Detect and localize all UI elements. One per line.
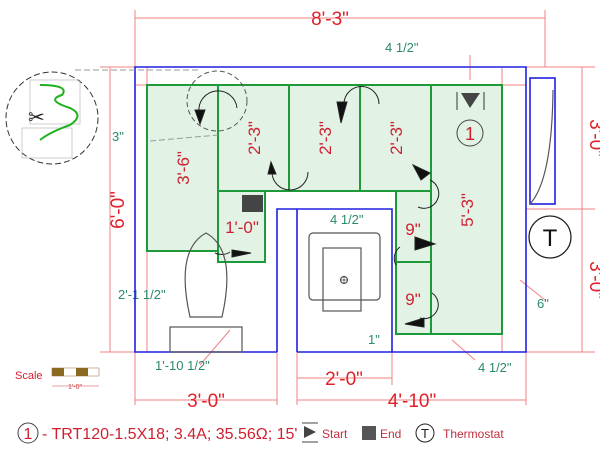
dim-bottom-right: 4'-10" xyxy=(388,391,436,412)
panel-label: 9" xyxy=(405,290,421,309)
offset-left: 3" xyxy=(112,129,124,144)
offset-inner-top: 4 1/2" xyxy=(330,212,364,227)
panel-label: 3'-6" xyxy=(174,151,193,185)
thermostat-icon xyxy=(528,215,572,259)
start-marker xyxy=(456,92,485,110)
panel-5 xyxy=(430,84,503,335)
legend: 1 - TRT120-1.5X18; 3.4A; 35.56Ω; 15' Sta… xyxy=(17,422,504,444)
panel-label: 2'-3" xyxy=(316,121,335,155)
sink xyxy=(308,232,381,312)
panel-label: 2'-3" xyxy=(245,121,264,155)
svg-text:✂: ✂ xyxy=(28,107,45,129)
cutting-detail-icon: ✂ xyxy=(5,71,99,165)
legend-thermostat-symbol: T xyxy=(421,426,429,441)
detail-callout-circle xyxy=(186,70,248,132)
offset-bottom-right: 4 1/2" xyxy=(478,360,512,375)
turn-arrows xyxy=(194,86,440,328)
panel-label: 5'-3" xyxy=(458,193,477,227)
start-icon xyxy=(304,426,316,438)
scale-unit: 1'-0" xyxy=(68,384,82,391)
dim-bottom-left: 3'-0" xyxy=(187,391,225,412)
door-swing xyxy=(529,89,554,205)
offset-right-side: 6" xyxy=(537,296,549,311)
legend-mat-number: 1 xyxy=(24,426,33,443)
panel-label: 9" xyxy=(405,220,421,239)
dim-total-height: 6'-0" xyxy=(108,191,129,229)
callout-leader xyxy=(149,134,219,142)
panel-3 xyxy=(288,84,361,192)
dim-vanity: 2'-0" xyxy=(325,369,363,390)
dim-right-upper: 3'-0" xyxy=(585,119,600,157)
scale-label: Scale xyxy=(15,370,43,382)
mat-number: 1 xyxy=(465,124,475,144)
scale-bar xyxy=(51,367,100,387)
toilet xyxy=(169,232,243,353)
panel-1 xyxy=(146,84,219,252)
panel-label: 1'-0" xyxy=(225,218,259,237)
end-icon xyxy=(362,426,376,440)
thermostat-symbol: T xyxy=(543,225,558,252)
dim-right-lower: 3'-0" xyxy=(585,261,600,299)
offset-vanity-gap: 1" xyxy=(368,332,380,347)
offset-top: 4 1/2" xyxy=(385,40,419,55)
panel-label: 2'-3" xyxy=(387,121,406,155)
end-marker xyxy=(242,195,263,212)
walls xyxy=(134,66,556,353)
heating-mat xyxy=(146,84,503,335)
offset-toilet-front: 1'-10 1/2" xyxy=(155,358,210,373)
mat-number-circle xyxy=(456,119,484,147)
legend-end: End xyxy=(380,427,401,441)
dim-total-width: 8'-3" xyxy=(311,9,349,30)
door xyxy=(529,77,556,205)
legend-start: Start xyxy=(322,427,348,441)
legend-mat-spec: - TRT120-1.5X18; 3.4A; 35.56Ω; 15' xyxy=(42,426,297,443)
thermostat-legend-icon xyxy=(415,423,435,443)
legend-thermostat: Thermostat xyxy=(443,427,504,441)
offset-toilet-side: 2'-1 1/2" xyxy=(118,287,166,302)
